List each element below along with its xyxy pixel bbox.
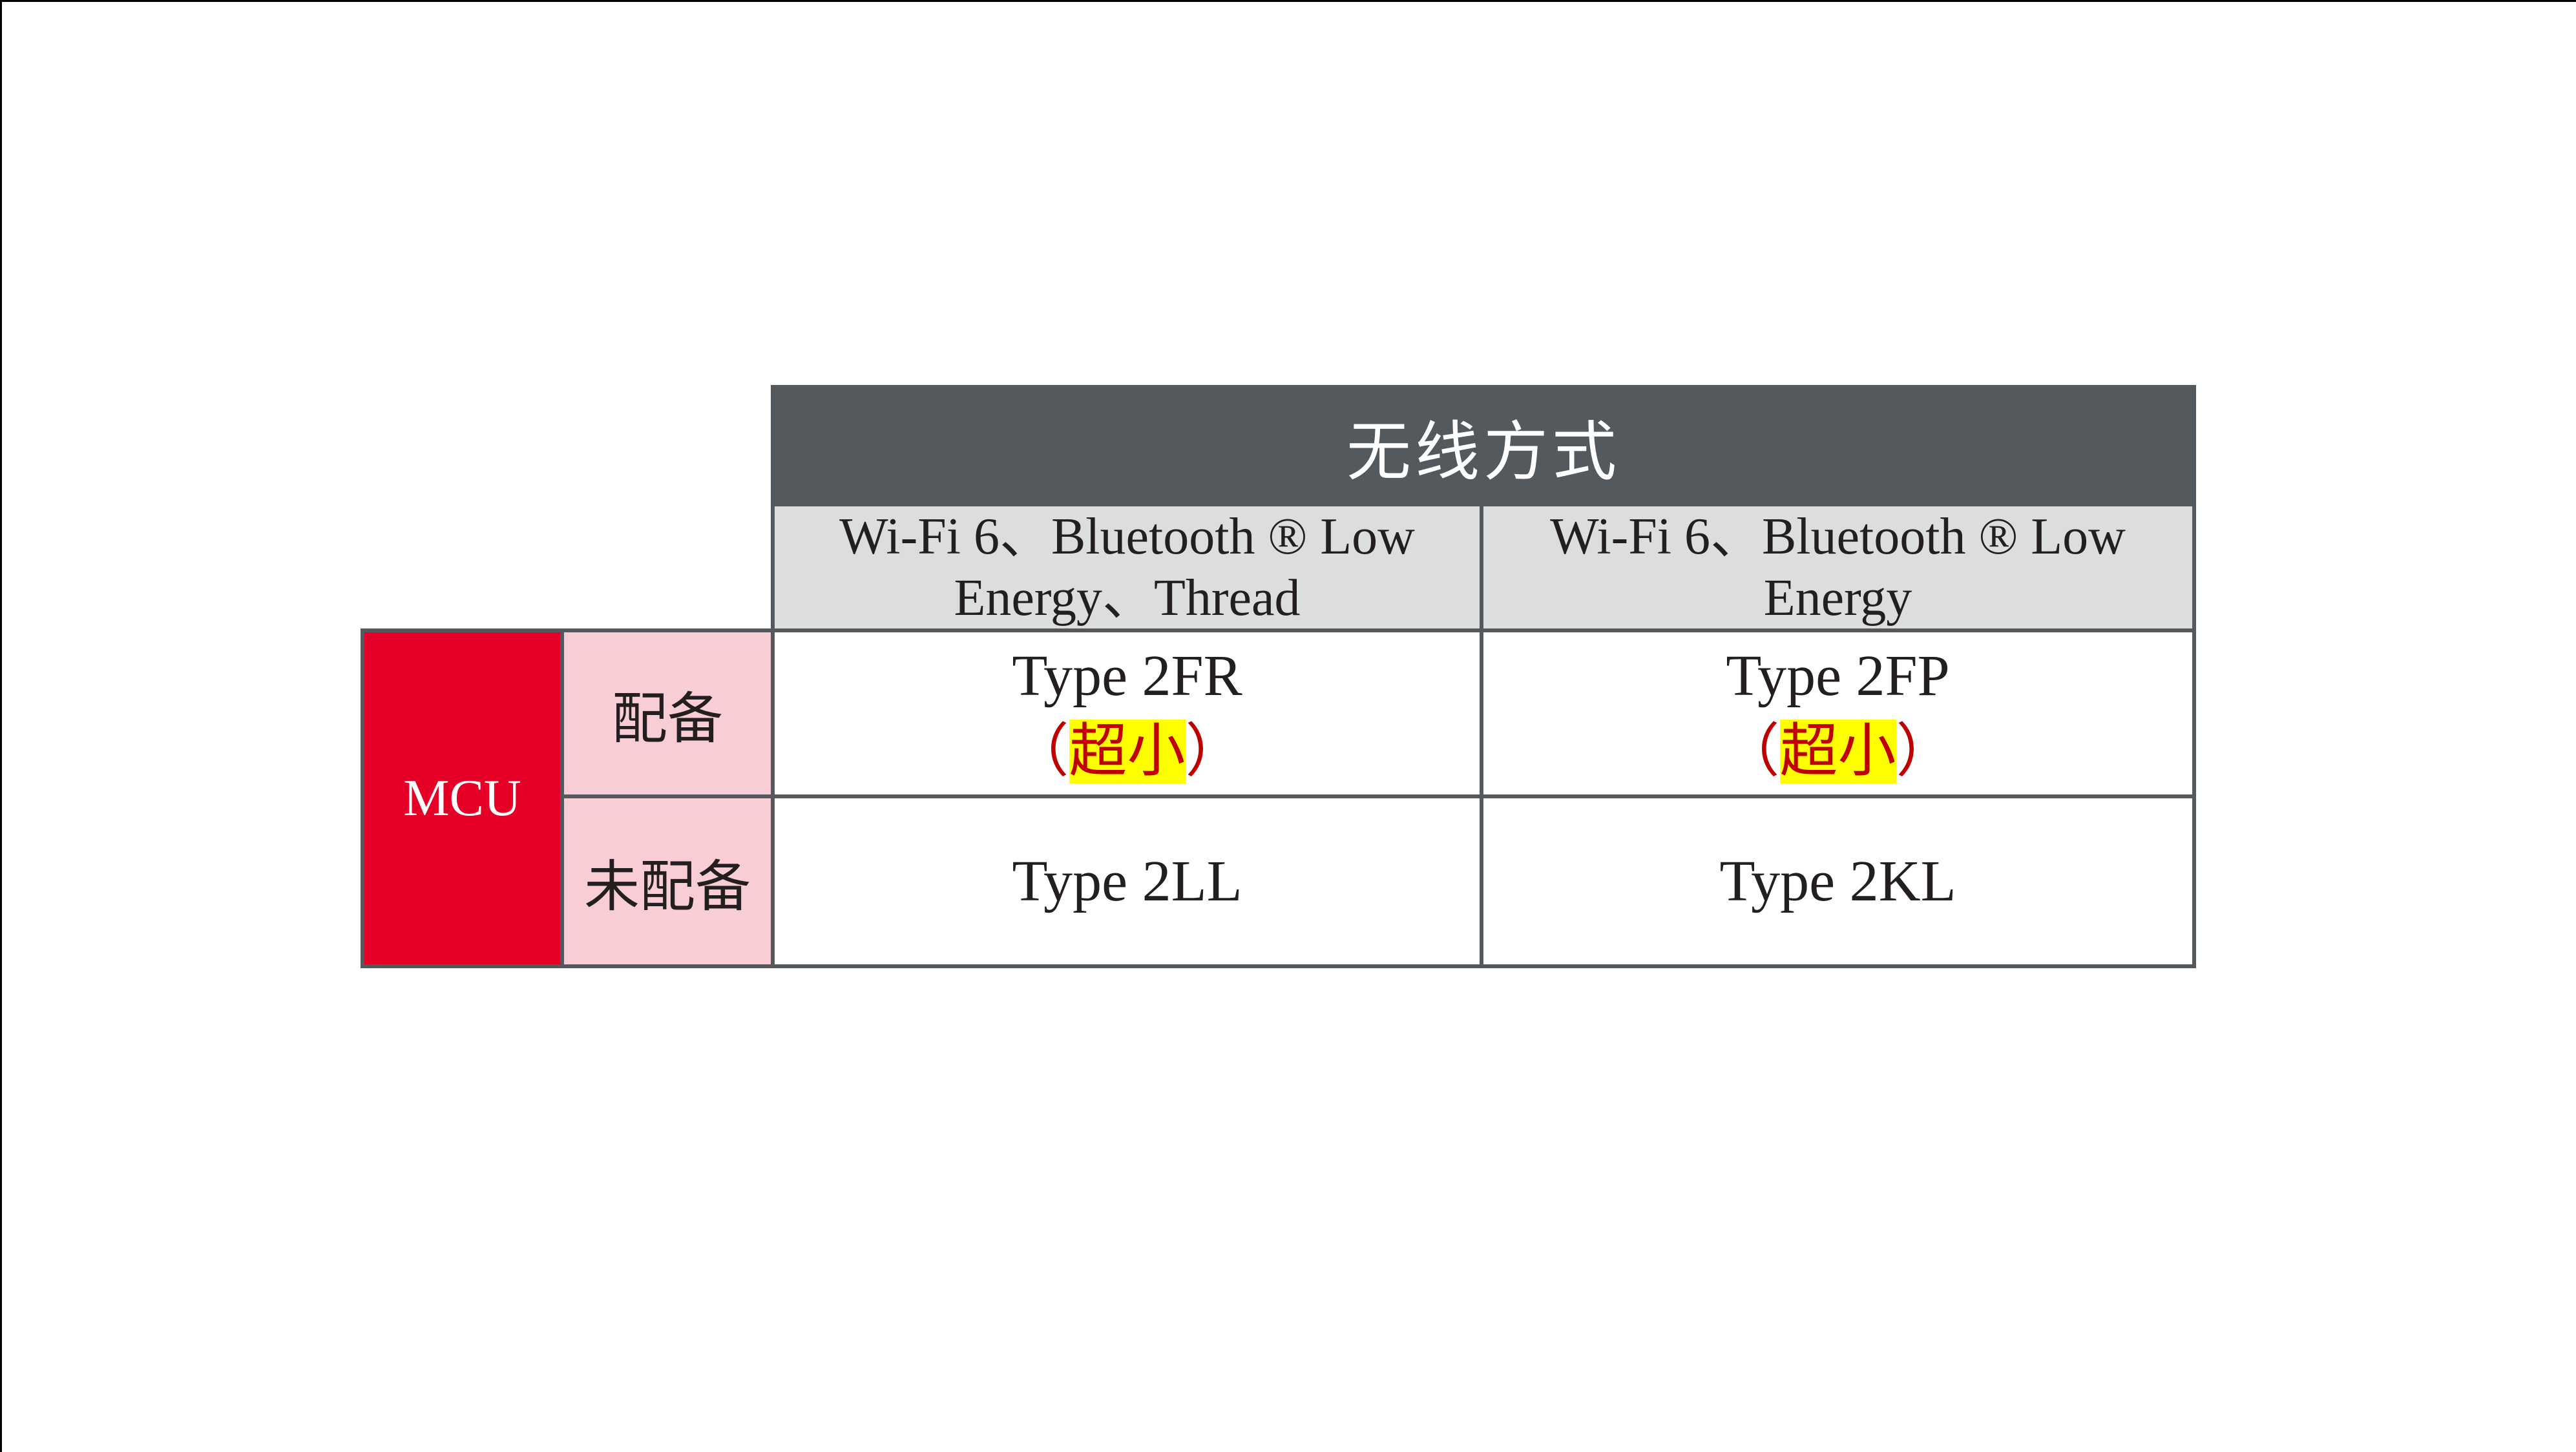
product-name: Type 2FP	[1726, 643, 1950, 708]
row-label-not-equipped: 未配备	[560, 794, 775, 968]
note-paren-close: ）	[1185, 719, 1244, 783]
subheader-wifi-ble: Wi-Fi 6、Bluetooth ® Low Energy	[1480, 503, 2196, 632]
note-highlight: 超小	[1779, 719, 1896, 783]
subheader-line: Energy	[1763, 569, 1912, 627]
cell-type-2fr: Type 2FR （超小）	[771, 628, 1483, 798]
corner-blank	[362, 504, 773, 630]
note-paren-open: （	[1011, 719, 1069, 783]
corner-blank	[362, 387, 773, 504]
size-note: （超小）	[1011, 719, 1244, 783]
cell-type-2kl: Type 2KL	[1480, 794, 2196, 968]
size-note: （超小）	[1721, 719, 1954, 783]
product-name: Type 2FR	[1012, 643, 1242, 708]
note-paren-close: ）	[1896, 719, 1954, 783]
cell-type-2ll: Type 2LL	[771, 794, 1483, 968]
product-matrix-table: 无线方式 Wi-Fi 6、Bluetooth ® Low Energy、Thre…	[361, 385, 2196, 968]
product-name: Type 2KL	[1719, 849, 1956, 913]
subheader-wifi-ble-thread: Wi-Fi 6、Bluetooth ® Low Energy、Thread	[771, 503, 1483, 632]
wireless-method-header: 无线方式	[771, 385, 2196, 506]
note-highlight: 超小	[1069, 719, 1186, 783]
row-group-mcu: MCU	[361, 628, 564, 968]
note-paren-open: （	[1721, 719, 1780, 783]
cell-type-2fp: Type 2FP （超小）	[1480, 628, 2196, 798]
subheader-line: Energy、Thread	[954, 569, 1301, 627]
row-label-equipped: 配备	[560, 628, 775, 798]
subheader-line: Wi-Fi 6、Bluetooth ® Low	[839, 508, 1415, 566]
subheader-line: Wi-Fi 6、Bluetooth ® Low	[1550, 508, 2126, 566]
product-name: Type 2LL	[1012, 849, 1242, 913]
